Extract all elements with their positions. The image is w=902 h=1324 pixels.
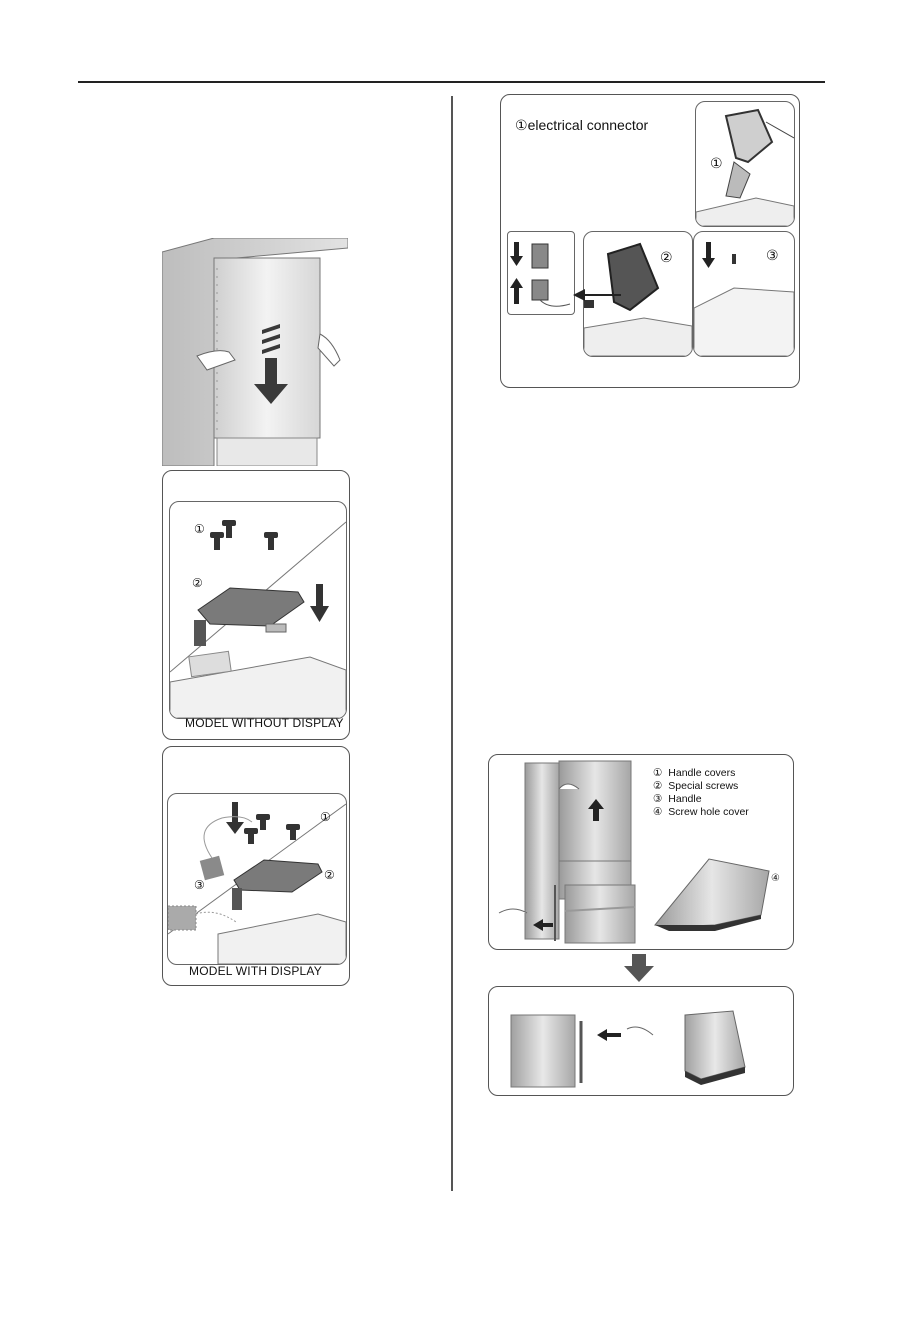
legend-item: ② Special screws: [653, 780, 749, 793]
callout-2: ②: [660, 250, 673, 266]
legend-item: ① Handle covers: [653, 767, 749, 780]
header-rule: [78, 81, 825, 83]
callout-4: ④: [771, 873, 780, 884]
legend-item: ③ Handle: [653, 793, 749, 806]
figure-handle-reinstall: [488, 986, 794, 1096]
callout-2: ②: [324, 868, 335, 882]
callout-1: ①: [320, 810, 331, 824]
callout-3: ③: [766, 248, 779, 264]
hinge-detail-frame: ① ② ③: [167, 793, 347, 965]
figure-caption: MODEL WITH DISPLAY: [189, 964, 322, 978]
handle-legend: ① Handle covers ② Special screws ③ Handl…: [653, 767, 749, 819]
column-divider: [451, 96, 453, 1191]
figure-caption: MODEL WITHOUT DISPLAY: [185, 716, 344, 730]
hinge-cover-step-3: ③: [693, 231, 795, 357]
callout-1: ①: [710, 156, 723, 172]
figure-model-with-display: ① ② ③ MODEL WITH DISPLAY: [162, 746, 350, 986]
hinge-detail-frame: ① ②: [169, 501, 347, 719]
figure-model-without-display: ① ② MODEL WITHOUT DISPLAY: [162, 470, 350, 740]
callout-3: ③: [194, 878, 205, 892]
figure-electrical-connector: ①electrical connector ① ②: [500, 94, 800, 388]
down-arrow-icon: [624, 954, 654, 982]
hinge-cover-step-2: ②: [583, 231, 693, 357]
legend-item: ④ Screw hole cover: [653, 806, 749, 819]
connector-detail-inset: [507, 231, 575, 315]
connector-label: ①electrical connector: [515, 117, 648, 134]
callout-1: ①: [194, 522, 205, 536]
figure-handle-removal: ① Handle covers ② Special screws ③ Handl…: [488, 754, 794, 950]
fridge-door-removal-illustration: [162, 238, 348, 466]
hinge-cover-step-1: ①: [695, 101, 795, 227]
callout-2: ②: [192, 576, 203, 590]
